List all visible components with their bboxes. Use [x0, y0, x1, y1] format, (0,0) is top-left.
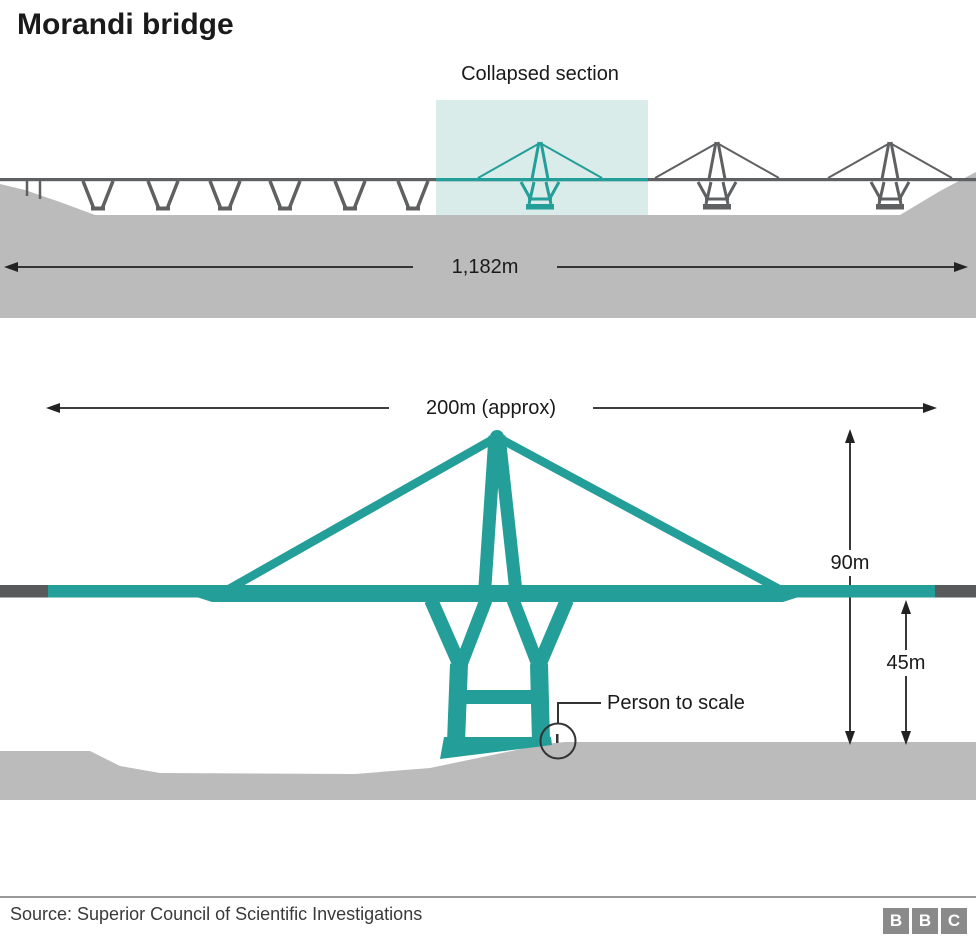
person-label: Person to scale: [607, 692, 745, 714]
deck-height-label: 45m: [874, 650, 938, 676]
page-title: Morandi bridge: [17, 8, 234, 41]
bbc-logo-letter: B: [883, 908, 909, 934]
viaduct-trestles: [81, 180, 430, 210]
stay-cables-large: [226, 433, 782, 593]
trestle-feet: [91, 206, 420, 211]
pylon-inner-struts: [452, 597, 547, 673]
person-to-scale: [539, 702, 601, 760]
arrowhead-right: [954, 262, 968, 272]
arrowhead-down: [845, 731, 855, 745]
arrowhead-up: [845, 429, 855, 443]
bbc-logo: B B C: [883, 908, 967, 934]
pylon-height-label: 90m: [818, 550, 882, 576]
pylon-intact-1: [653, 140, 781, 211]
bbc-logo-letter: C: [941, 908, 967, 934]
pylon-spire-large: [477, 435, 524, 602]
arrowhead-left: [46, 403, 60, 413]
footer-divider: [0, 896, 976, 898]
bridge-profile-diagram: [0, 100, 976, 318]
deck-end-left: [0, 585, 48, 598]
source-text: Source: Superior Council of Scientific I…: [10, 904, 423, 924]
collapsed-deck-segment: [436, 178, 648, 182]
span-label: 200m (approx): [389, 395, 593, 421]
deck-large: [48, 585, 935, 602]
pylon-outer-struts: [424, 597, 574, 671]
person-leader-line: [557, 702, 601, 724]
pylon-crossbar: [455, 690, 545, 704]
arrowhead-down: [901, 731, 911, 745]
arrowhead-left: [4, 262, 18, 272]
abutment-posts: [25, 181, 42, 199]
pylon-base-large: [440, 737, 552, 759]
person-figure: [556, 734, 559, 743]
total-length-label: 1,182m: [413, 254, 557, 280]
collapsed-section-label: Collapsed section: [461, 63, 619, 85]
pylon-detail-diagram: [0, 403, 976, 800]
arrowhead-up: [901, 600, 911, 614]
terrain-bottom: [0, 742, 976, 800]
arrowhead-right: [923, 403, 937, 413]
deck-end-right: [935, 585, 976, 598]
bbc-logo-letter: B: [912, 908, 938, 934]
terrain-top: [0, 172, 976, 318]
